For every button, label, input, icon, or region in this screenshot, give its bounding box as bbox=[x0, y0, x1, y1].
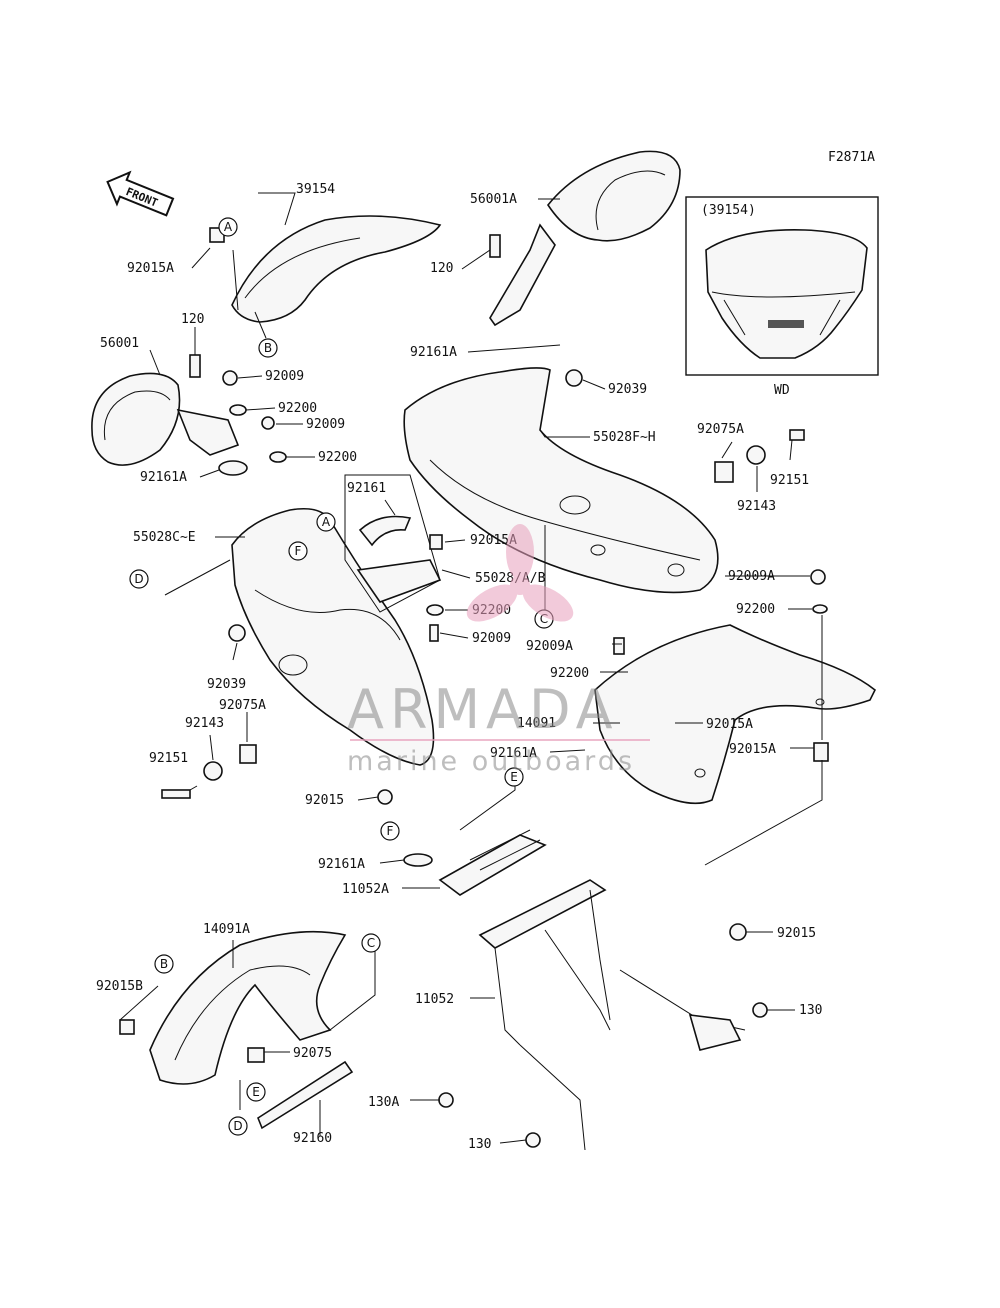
part-label-92015B: 92015B bbox=[96, 979, 143, 994]
callout-A-2: A bbox=[316, 512, 336, 532]
part-label-92015: 92015 bbox=[777, 926, 816, 941]
part-label-92200: 92200 bbox=[318, 450, 357, 465]
part-label-92143: 92143 bbox=[737, 499, 776, 514]
propeller-logo-icon bbox=[466, 524, 574, 622]
callout-B-1: B bbox=[258, 338, 278, 358]
watermark: ARMADA marine outboards bbox=[347, 524, 650, 777]
hardware-pieces bbox=[119, 227, 829, 1148]
callout-E-1: E bbox=[504, 767, 524, 787]
upper-cowling-55028F-H bbox=[403, 367, 719, 594]
inner-cover-14091A bbox=[149, 930, 347, 1085]
part-label-92039: 92039 bbox=[608, 382, 647, 397]
part-label-92160: 92160 bbox=[293, 1131, 332, 1146]
left-cowling-55028C-E bbox=[231, 507, 435, 766]
callout-C-2: C bbox=[361, 933, 381, 953]
part-label-92161A: 92161A bbox=[140, 470, 187, 485]
part-label-92009: 92009 bbox=[265, 369, 304, 384]
part-label-92075: 92075 bbox=[293, 1046, 332, 1061]
part-label-55028F-H: 55028F~H bbox=[593, 430, 656, 445]
callout-F-1: F bbox=[288, 541, 308, 561]
part-label-92009A: 92009A bbox=[728, 569, 775, 584]
part-label-92015A: 92015A bbox=[127, 261, 174, 276]
watermark-brand: ARMADA bbox=[347, 678, 619, 741]
part-label-92039: 92039 bbox=[207, 677, 246, 692]
svg-text:C: C bbox=[540, 612, 548, 626]
part-label-92161: 92161 bbox=[347, 481, 386, 496]
svg-text:D: D bbox=[233, 1119, 242, 1133]
part-label-14091: 14091 bbox=[517, 716, 556, 731]
svg-text:D: D bbox=[134, 572, 143, 586]
watermark-tagline: marine outboards bbox=[347, 746, 635, 777]
part-label-92200: 92200 bbox=[736, 602, 775, 617]
part-label-11052: 11052 bbox=[415, 992, 454, 1007]
svg-text:A: A bbox=[322, 515, 331, 529]
part-label-92161A: 92161A bbox=[410, 345, 457, 360]
callout-D-2: D bbox=[228, 1116, 248, 1136]
part-label-14091A: 14091A bbox=[203, 922, 250, 937]
bracket-11052A bbox=[438, 834, 547, 896]
svg-text:B: B bbox=[160, 957, 168, 971]
right-lower-cowl-14091 bbox=[594, 624, 877, 805]
svg-text:F: F bbox=[387, 824, 394, 838]
windshield-39154 bbox=[231, 215, 442, 323]
inset-part-label: (39154) bbox=[701, 203, 756, 218]
svg-text:E: E bbox=[252, 1085, 260, 1099]
part-label-130: 130 bbox=[468, 1137, 491, 1152]
part-label-39154: 39154 bbox=[296, 182, 335, 197]
strip-92160 bbox=[257, 1060, 354, 1130]
part-label-120: 120 bbox=[430, 261, 453, 276]
stay-frame-11052 bbox=[478, 879, 746, 1151]
svg-text:B: B bbox=[264, 341, 272, 355]
front-arrow-icon: FRONT bbox=[106, 170, 175, 217]
part-label-92151: 92151 bbox=[149, 751, 188, 766]
svg-text:A: A bbox=[224, 220, 233, 234]
part-label-92015: 92015 bbox=[305, 793, 344, 808]
part-label-92200: 92200 bbox=[550, 666, 589, 681]
part-labels: 39154 56001A 92015A 120 120 56001 92009 … bbox=[96, 182, 822, 1152]
part-label-92161A: 92161A bbox=[318, 857, 365, 872]
part-label-92015A: 92015A bbox=[470, 533, 517, 548]
part-label-92015A: 92015A bbox=[729, 742, 776, 757]
mirror-56001A bbox=[489, 150, 681, 327]
svg-text:E: E bbox=[510, 770, 518, 784]
callout-E-2: E bbox=[246, 1082, 266, 1102]
part-label-92151: 92151 bbox=[770, 473, 809, 488]
part-label-92009A: 92009A bbox=[526, 639, 573, 654]
svg-text:F: F bbox=[295, 544, 302, 558]
part-label-11052A: 11052A bbox=[342, 882, 389, 897]
callout-D-1: D bbox=[129, 569, 149, 589]
part-label-56001: 56001 bbox=[100, 336, 139, 351]
callout-F-2: F bbox=[380, 821, 400, 841]
inset-windshield-icon bbox=[705, 229, 868, 359]
part-label-130: 130 bbox=[799, 1003, 822, 1018]
part-label-120: 120 bbox=[181, 312, 204, 327]
part-label-92075A: 92075A bbox=[219, 698, 266, 713]
part-label-92015A: 92015A bbox=[706, 717, 753, 732]
part-label-130A: 130A bbox=[368, 1095, 399, 1110]
mirror-56001 bbox=[91, 372, 240, 466]
part-label-92009: 92009 bbox=[472, 631, 511, 646]
part-label-92009: 92009 bbox=[306, 417, 345, 432]
svg-text:C: C bbox=[367, 936, 375, 950]
callout-B-2: B bbox=[154, 954, 174, 974]
part-label-92075A: 92075A bbox=[697, 422, 744, 437]
figure-code: F2871A bbox=[828, 150, 875, 165]
part-label-92143: 92143 bbox=[185, 716, 224, 731]
part-label-55028C-E: 55028C~E bbox=[133, 530, 196, 545]
part-label-56001A: 56001A bbox=[470, 192, 517, 207]
part-label-92161A: 92161A bbox=[490, 746, 537, 761]
inset-box: (39154) WD bbox=[685, 196, 879, 398]
callout-A-1: A bbox=[218, 217, 238, 237]
inset-variant-label: WD bbox=[774, 383, 790, 398]
part-label-92200: 92200 bbox=[278, 401, 317, 416]
